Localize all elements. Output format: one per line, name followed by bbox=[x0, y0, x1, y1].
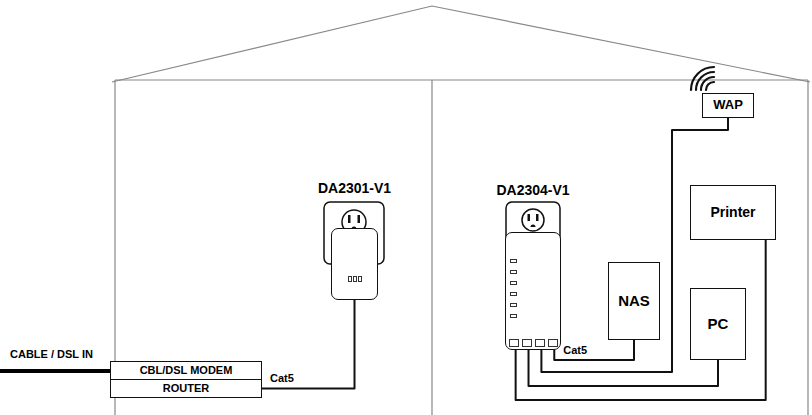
cat5-cable bbox=[262, 300, 355, 389]
printer-box: Printer bbox=[690, 185, 776, 240]
status-led bbox=[510, 281, 517, 285]
cable-label: Cat5 bbox=[561, 344, 589, 357]
status-led bbox=[510, 303, 517, 307]
box-label: PC bbox=[708, 316, 729, 333]
wifi-symbol bbox=[691, 67, 714, 90]
ethernet-port bbox=[509, 339, 519, 347]
status-led bbox=[348, 276, 352, 282]
device-label: DA2301-V1 bbox=[318, 181, 391, 196]
pc-box: PC bbox=[690, 288, 746, 360]
box-label: CBL/DSL MODEM bbox=[140, 364, 233, 376]
cat5-cable bbox=[554, 340, 634, 360]
ethernet-port bbox=[548, 339, 558, 347]
status-led bbox=[510, 292, 517, 296]
status-led bbox=[358, 276, 362, 282]
router-box: ROUTER bbox=[110, 379, 262, 398]
middle-wall bbox=[431, 80, 432, 415]
device-label: DA2304-V1 bbox=[496, 183, 569, 198]
box-label: NAS bbox=[618, 293, 650, 310]
roof-line bbox=[112, 6, 810, 82]
cable-dsl-line bbox=[0, 369, 110, 373]
box-label: WAP bbox=[713, 98, 743, 112]
status-led bbox=[510, 270, 517, 274]
cable-label: Cat5 bbox=[268, 372, 296, 385]
powerline-switch-adapter: DA2304-V1 bbox=[505, 232, 561, 350]
right-wall bbox=[807, 80, 808, 415]
input-label: CABLE / DSL IN bbox=[8, 348, 95, 361]
status-led bbox=[353, 276, 357, 282]
powerline-adapter: DA2301-V1 bbox=[331, 228, 378, 300]
ethernet-port bbox=[535, 339, 545, 347]
status-led bbox=[510, 259, 517, 263]
access-point-box: WAP bbox=[702, 93, 754, 118]
box-label: Printer bbox=[710, 205, 755, 220]
modem-box: CBL/DSL MODEM bbox=[110, 361, 262, 380]
box-label: ROUTER bbox=[163, 382, 209, 394]
ethernet-port bbox=[522, 339, 532, 347]
status-led bbox=[510, 314, 517, 318]
nas-box: NAS bbox=[608, 262, 660, 340]
